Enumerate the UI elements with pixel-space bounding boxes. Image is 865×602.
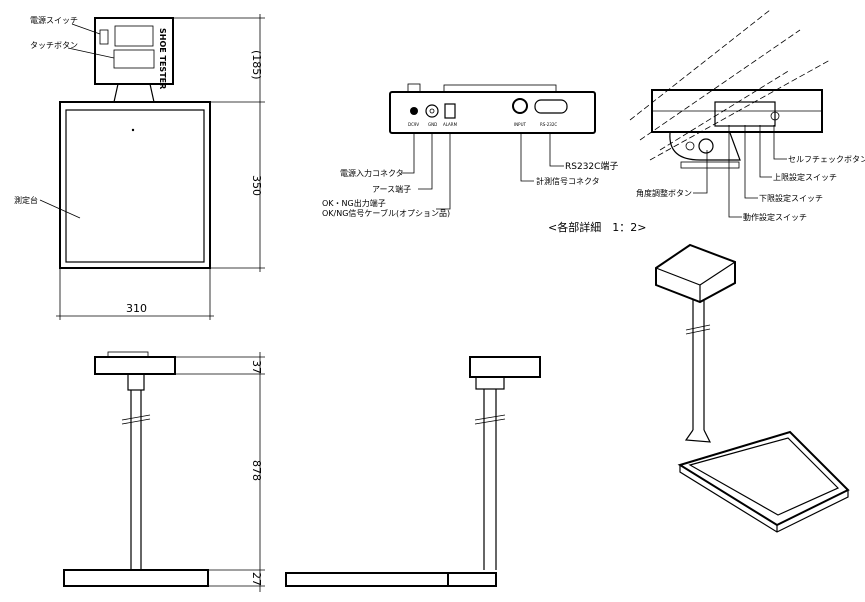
scale-note: <各部詳細 1：2> <box>548 220 646 234</box>
label-platform: 測定台 <box>14 195 38 205</box>
dim-head: 37 <box>250 360 263 374</box>
svg-text:DC9V: DC9V <box>408 122 419 127</box>
dc-jack-icon <box>410 107 418 115</box>
dim-head-height: (185) <box>250 50 263 80</box>
power-switch-icon <box>99 29 109 45</box>
label-measure-input: 計測信号コネクタ <box>536 176 600 186</box>
label-rs232c: RS232C端子 <box>565 160 618 172</box>
touch-button-icon <box>113 49 155 69</box>
gnd-terminal-icon <box>425 104 439 118</box>
label-earth: アース端子 <box>372 184 411 194</box>
svg-text:GND: GND <box>428 122 437 127</box>
alarm-connector-icon <box>444 103 456 119</box>
isometric-view <box>655 243 850 533</box>
label-self-check: セルフチェックボタン <box>788 155 865 164</box>
dim-platform-width: 310 <box>126 302 147 315</box>
label-okng-cable: OK/NG信号ケーブル(オプション品) <box>322 208 450 218</box>
label-mode-switch: 動作設定スイッチ <box>743 212 807 222</box>
rs232c-connector-icon <box>534 99 568 114</box>
side-view-right <box>285 356 541 587</box>
product-name: SHOE TESTER <box>158 28 167 89</box>
label-lower-switch: 下限設定スイッチ <box>759 193 823 203</box>
label-angle-button: 角度調整ボタン <box>636 188 692 198</box>
svg-text:RS-232C: RS-232C <box>540 122 557 127</box>
input-connector-icon <box>512 98 528 114</box>
label-okng-out: OK・NG出力端子 <box>322 198 386 208</box>
tilt-detail <box>629 9 831 169</box>
side-view-left <box>63 351 209 587</box>
rear-panel: DC9V GND ALARM INPUT RS-232C <box>389 83 596 134</box>
label-power-input: 電源入力コネクタ <box>340 168 404 178</box>
front-platform <box>59 101 211 269</box>
label-touch-button: タッチボタン <box>30 41 78 50</box>
svg-text:ALARM: ALARM <box>443 122 458 127</box>
front-head-unit: SHOE TESTER <box>94 17 174 103</box>
label-power-switch: 電源スイッチ <box>30 16 78 25</box>
dim-platform-height: 350 <box>250 175 263 196</box>
dim-base: 27 <box>250 572 263 586</box>
label-upper-switch: 上限設定スイッチ <box>773 172 837 182</box>
svg-text:INPUT: INPUT <box>514 122 527 127</box>
dim-pole: 878 <box>250 460 263 481</box>
